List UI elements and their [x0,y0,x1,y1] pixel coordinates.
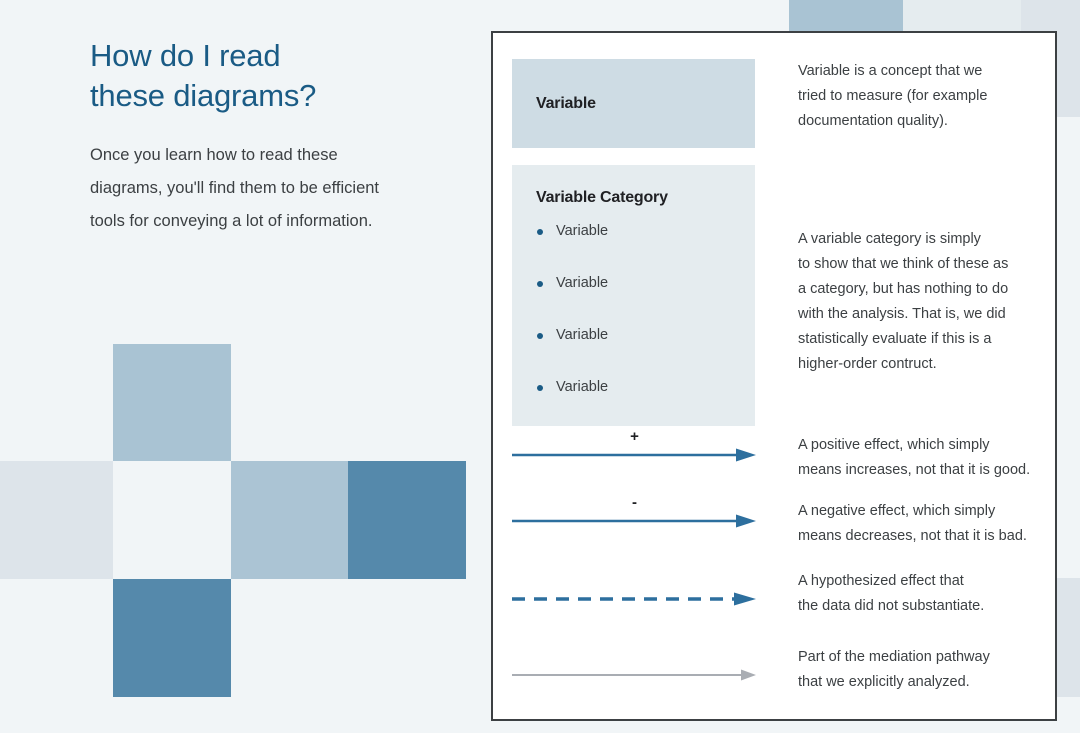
list-item-label: Variable [556,327,609,343]
list-item: Variable [536,275,755,291]
intro-paragraph: Once you learn how to read these diagram… [90,139,470,238]
arrow-dashed-icon [512,592,756,606]
page-title: How do I read these diagrams? [90,36,470,117]
variable-category-description-line-1: A variable category is simply [798,231,981,247]
variable-category-description-line-5: statistically evaluate if this is a [798,330,992,347]
variable-description-line-3: documentation quality). [798,112,948,129]
decorative-square [0,461,113,579]
legend-row-variable-category: Variable Category Variable Variable V [512,165,1063,426]
legend-row-negative-effect: - A negative effect, which simply means … [512,495,1063,549]
list-item: Variable [536,223,755,239]
arrow-solid-icon [512,514,756,528]
list-item-label: Variable [556,275,609,291]
mediation-pathway-description: Part of the mediation pathway that we ex… [798,645,1063,695]
decorative-square [789,0,903,32]
variable-category-description-line-4: with the analysis. That is, we did [798,305,1006,322]
positive-effect-description-line-2: means increases, not that it is good. [798,461,1031,478]
negative-effect-description-line-2: means decreases, not that it is bad. [798,527,1027,544]
variable-box: Variable [512,59,755,148]
positive-effect-description: A positive effect, which simply means in… [798,433,1063,483]
page-title-line-1: How do I read [90,38,281,73]
negative-effect-description: A negative effect, which simply means de… [798,499,1063,549]
decorative-square [113,579,231,697]
decorative-square [113,461,231,579]
negative-sign-label: - [632,494,637,511]
negative-effect-description-line-1: A negative effect, which simply [798,503,996,519]
mediation-pathway-description-line-2: that we explicitly analyzed. [798,673,970,690]
bullet-icon [537,333,543,339]
hypothesized-effect-description-line-1: A hypothesized effect that [798,573,964,589]
list-item-label: Variable [556,223,609,239]
arrow-solid-icon [512,448,756,462]
legend-panel: Variable Variable is a concept that we t… [491,31,1057,721]
intro-paragraph-line-1: Once you learn how to read these [90,145,338,164]
variable-category-description: A variable category is simply to show th… [798,227,1063,377]
intro-paragraph-line-3: tools for conveying a lot of information… [90,211,373,230]
mediation-pathway-description-line-1: Part of the mediation pathway [798,649,990,665]
variable-category-box: Variable Category Variable Variable V [512,165,755,426]
mediation-pathway-arrow [512,667,757,697]
decorative-square [348,461,466,579]
intro-paragraph-line-2: diagrams, you'll find them to be efficie… [90,178,379,197]
variable-category-list: Variable Variable Variable Variable [536,223,755,395]
arrow-grey-icon [512,669,756,681]
variable-description-line-2: tried to measure (for example [798,87,988,104]
legend-row-hypothesized-effect: A hypothesized effect that the data did … [512,573,1063,621]
legend-row-mediation-pathway: Part of the mediation pathway that we ex… [512,649,1063,697]
legend-row-variable: Variable Variable is a concept that we t… [512,59,1063,148]
legend-row-positive-effect: + A positive effect, which simply means … [512,429,1063,483]
decorative-square [113,344,231,462]
hypothesized-effect-description: A hypothesized effect that the data did … [798,569,1063,619]
positive-effect-description-line-1: A positive effect, which simply [798,437,990,453]
positive-sign-label: + [630,428,639,445]
page-title-line-2: these diagrams? [90,78,317,114]
variable-description: Variable is a concept that we tried to m… [798,59,1063,134]
negative-effect-arrow: - [512,495,757,543]
bullet-icon [537,229,543,235]
bullet-icon [537,281,543,287]
hypothesized-effect-arrow [512,591,757,621]
bullet-icon [537,385,543,391]
variable-category-description-line-6: higher-order contruct. [798,355,937,372]
list-item: Variable [536,327,755,343]
variable-category-description-line-2: to show that we think of these as [798,255,1009,272]
hypothesized-effect-description-line-2: the data did not substantiate. [798,597,985,614]
variable-description-line-1: Variable is a concept that we [798,63,983,79]
variable-category-description-line-3: a category, but has nothing to do [798,280,1009,297]
positive-effect-arrow: + [512,429,757,477]
list-item: Variable [536,379,755,395]
list-item-label: Variable [556,379,609,395]
intro-column: How do I read these diagrams? Once you l… [90,36,470,238]
variable-category-title: Variable Category [536,189,668,206]
decorative-square [903,0,1021,32]
decorative-square [231,461,348,579]
variable-box-label: Variable [536,94,596,112]
